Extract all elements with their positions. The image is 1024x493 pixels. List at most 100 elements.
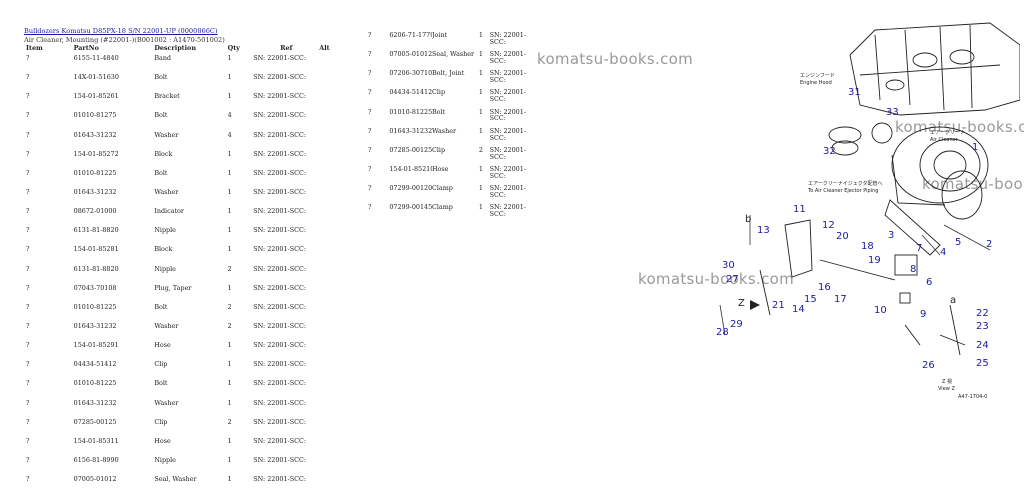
qty-cell: 4 (227, 130, 232, 139)
ref-cell: SN: 22001-SCC: (253, 379, 307, 388)
qty-cell: 1 (227, 149, 232, 158)
description-cell: Nipple (154, 455, 176, 464)
description-cell: Clip (431, 88, 446, 97)
callout: 18 (861, 241, 874, 252)
description-cell: Block (154, 149, 173, 158)
ref-cell: SN: 22001-SCC: (253, 398, 307, 407)
partno-cell: 01010-81275 (73, 111, 117, 120)
item-cell: ? (26, 92, 30, 101)
item-cell: ? (26, 207, 30, 216)
alt-cell (319, 130, 356, 149)
partno-cell: 14X-01-51630 (73, 73, 119, 82)
ref-cell: SN: 22001-SCC: (253, 321, 307, 330)
alt-cell (319, 53, 356, 72)
callout: 6 (926, 277, 932, 288)
ref-cell: SN: 22001-SCC: (253, 436, 307, 445)
partno-cell: 154-01-85261 (73, 92, 119, 101)
description-cell: Bolt (431, 107, 446, 116)
alt-cell (319, 283, 356, 302)
ref-cell: SN: 22001-SCC: (253, 149, 307, 158)
ref-cell: SN: 22001-SCC: (489, 145, 526, 161)
ref-cell: SN: 22001-SCC: (489, 69, 526, 85)
description-cell: Nipple (154, 226, 176, 235)
col-description: Description (154, 44, 196, 52)
alt-cell (319, 264, 356, 283)
description-cell: Bolt (154, 168, 168, 177)
item-cell: ? (26, 417, 30, 426)
callout: 3 (888, 230, 894, 241)
item-cell: ? (26, 436, 30, 445)
qty-cell: 2 (227, 321, 232, 330)
description-cell: Seal, Washer (154, 475, 197, 484)
watermark: komatsu-books.com (537, 50, 694, 68)
partno-cell: 154-01-85210 (389, 164, 432, 173)
page-header: Bulldozers Komatsu D85PX-18 S/N 22001-UP… (24, 27, 354, 44)
ref-cell: SN: 22001-SCC: (253, 283, 307, 292)
qty-cell: 1 (478, 107, 483, 116)
partno-cell: 01010-81225 (73, 302, 117, 311)
qty-cell: 1 (478, 203, 483, 212)
ref-cell: SN: 22001-SCC: (253, 302, 307, 311)
ref-cell: SN: 22001-SCC: (489, 203, 526, 219)
ref-cell: SN: 22001-SCC: (253, 111, 307, 120)
alt-cell (319, 378, 356, 397)
callout: 5 (955, 237, 961, 248)
partno-cell: 07043-70108 (73, 283, 117, 292)
engine-hood-label-jp: エンジンフード (800, 73, 835, 79)
col-ref: Ref (280, 44, 293, 52)
ref-cell: SN: 22001-SCC: (489, 184, 526, 199)
partno-cell: 6206-71-1770 (389, 31, 432, 39)
item-cell: ? (368, 203, 372, 212)
ref-cell: SN: 22001-SCC: (253, 187, 307, 196)
callout: 19 (868, 255, 881, 266)
alt-cell (319, 321, 356, 340)
callout: 4 (940, 247, 946, 258)
qty-cell: 1 (227, 168, 232, 177)
table-header-row: Item PartNo Description Qty Ref Alt (26, 43, 356, 53)
item-cell: ? (368, 145, 372, 154)
alt-cell (319, 187, 356, 206)
description-cell: Hose (431, 164, 449, 173)
partno-cell: 01010-81225 (389, 107, 432, 116)
qty-cell: 4 (227, 111, 232, 120)
model-link[interactable]: Bulldozers Komatsu D85PX-18 S/N 22001-UP… (24, 27, 218, 35)
qty-cell: 2 (227, 417, 232, 426)
partno-cell: 01643-31232 (73, 187, 117, 196)
item-cell: ? (26, 264, 30, 273)
alt-cell (319, 417, 356, 436)
alt-cell (319, 206, 356, 225)
partno-cell: 6156-81-8990 (73, 455, 119, 464)
partno-cell: 154-01-85281 (73, 245, 119, 254)
callout: 14 (792, 304, 805, 315)
callout: 33 (886, 107, 899, 118)
partno-cell: 01643-31232 (73, 321, 117, 330)
ejector-label-jp: エアークリーナイジェクタ配管へ (808, 180, 883, 187)
callout: 10 (874, 305, 887, 316)
ejector-label: To Air Cleaner Ejector Piping (807, 188, 878, 194)
item-cell: ? (368, 126, 372, 135)
description-cell: Clip (431, 145, 446, 154)
alt-cell (319, 91, 356, 110)
partno-cell: 6131-81-8820 (73, 264, 119, 273)
qty-cell: 1 (478, 50, 483, 59)
callout: 29 (730, 319, 743, 330)
qty-cell: 2 (227, 264, 232, 273)
ref-cell: SN: 22001-SCC: (253, 54, 307, 62)
description-cell: Joint (431, 31, 448, 39)
partno-cell: 01010-81225 (73, 168, 117, 177)
item-cell: ? (26, 455, 30, 464)
ref-cell: SN: 22001-SCC: (489, 50, 526, 65)
